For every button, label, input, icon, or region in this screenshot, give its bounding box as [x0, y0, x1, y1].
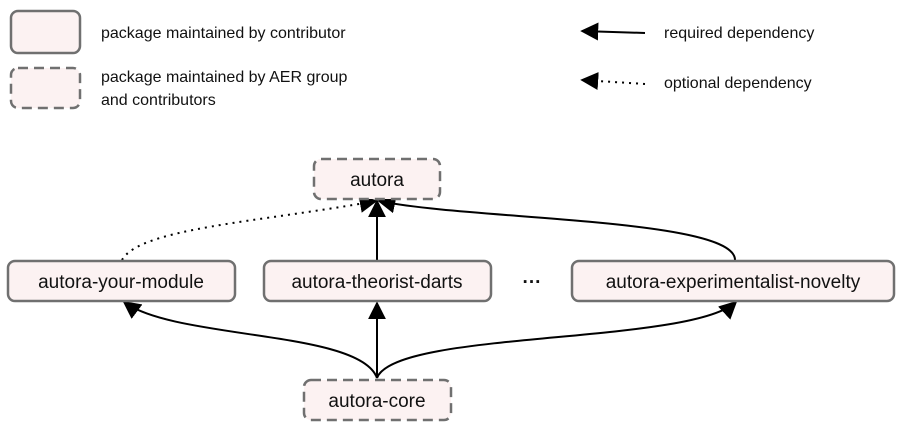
edge-experimentalist-to-autora [377, 195, 736, 261]
node-autora: autora [312, 157, 442, 201]
node-experimentalist-novelty: autora-experimentalist-novelty [570, 259, 896, 303]
node-your-module-label: autora-your-module [38, 272, 204, 293]
legend-group-label-line2: and contributors [101, 92, 216, 109]
node-theorist-darts-label: autora-theorist-darts [291, 272, 462, 293]
node-your-module: autora-your-module [6, 259, 237, 303]
legend-group-label-line1: package maintained by AER group [101, 69, 347, 86]
edge-core-to-your-module [122, 300, 378, 379]
legend-contributor-label: package maintained by contributor [101, 25, 346, 42]
legend-optional-label: optional dependency [664, 75, 812, 92]
edge-your-module-to-autora [121, 195, 378, 261]
ellipsis: ··· [523, 272, 542, 293]
legend: package maintained by contributor packag… [9, 9, 814, 110]
legend-required-arrow [580, 22, 646, 41]
node-experimentalist-novelty-label: autora-experimentalist-novelty [606, 272, 861, 293]
node-core: autora-core [302, 378, 453, 422]
node-core-label: autora-core [328, 391, 425, 412]
edges [121, 195, 738, 379]
legend-dashed-box [9, 66, 82, 110]
node-autora-label: autora [350, 170, 404, 191]
legend-required-label: required dependency [664, 25, 814, 42]
node-theorist-darts: autora-theorist-darts [262, 259, 493, 303]
legend-optional-arrow [580, 72, 646, 91]
edge-core-to-experimentalist [376, 300, 738, 379]
legend-solid-box [9, 9, 82, 55]
